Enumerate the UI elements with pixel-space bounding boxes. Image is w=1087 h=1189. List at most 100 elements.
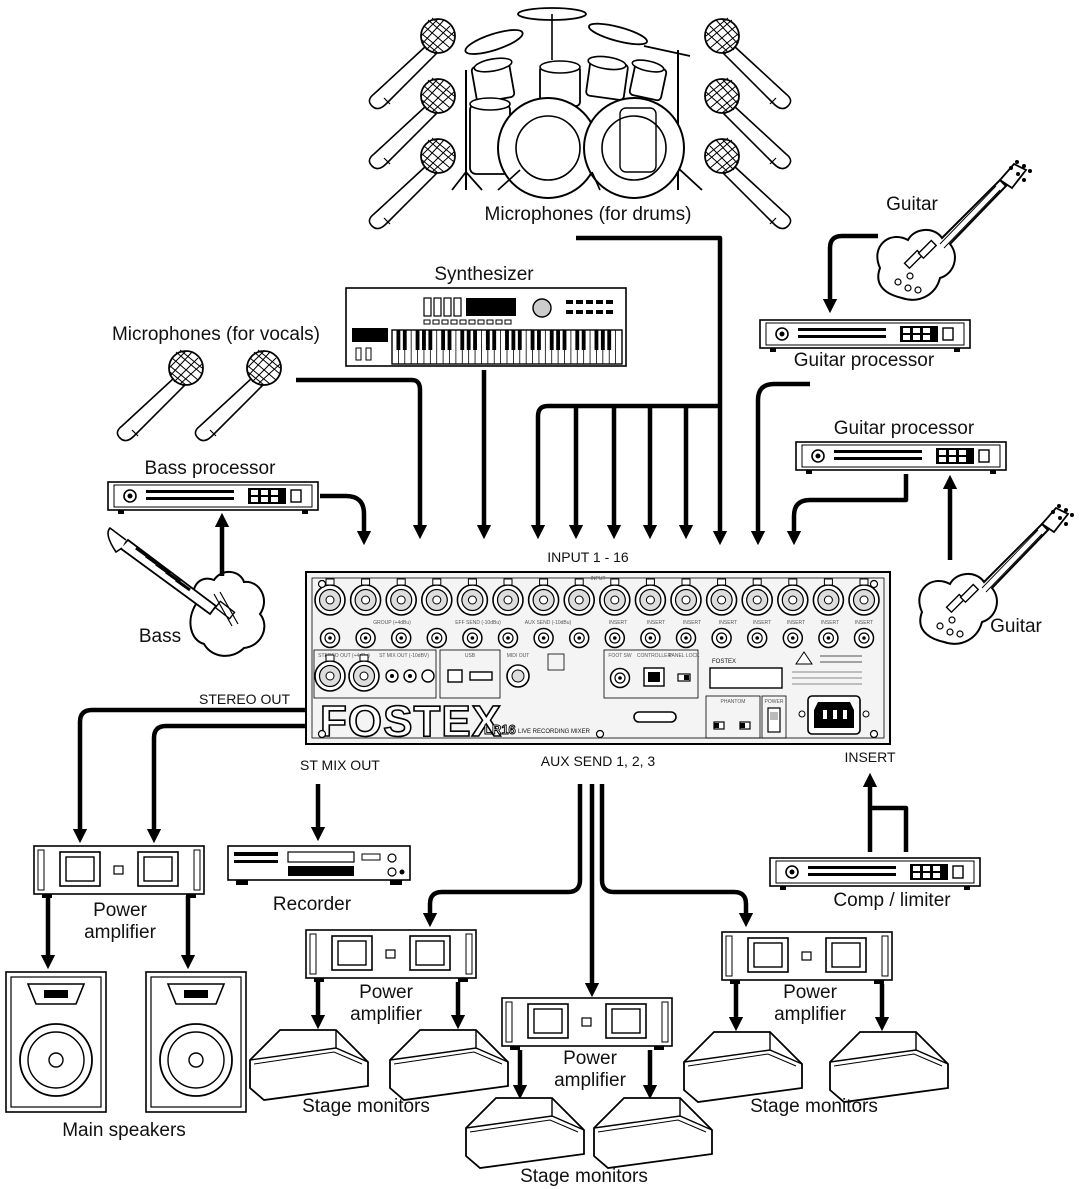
black-key bbox=[473, 330, 477, 350]
black-key bbox=[505, 330, 509, 350]
panel-lock-label: PANEL LOCK bbox=[669, 653, 701, 659]
trs-jack bbox=[568, 627, 590, 649]
black-key bbox=[517, 330, 522, 350]
trs-jack bbox=[853, 627, 875, 649]
label-mics-drums: Microphones (for drums) bbox=[485, 204, 692, 225]
black-key bbox=[556, 330, 561, 350]
power-amplifier-b-icon bbox=[501, 997, 673, 1051]
synthesizer-icon bbox=[345, 287, 627, 367]
stage-monitor-icon bbox=[683, 1031, 803, 1103]
trs-jack bbox=[711, 627, 732, 649]
bass-processor-icon bbox=[107, 481, 319, 515]
stage-monitor-icon bbox=[465, 1097, 585, 1169]
usb-b-port bbox=[447, 669, 463, 683]
panel-foot-label: FOOT SW bbox=[608, 653, 632, 659]
mixer-model-label: LR16 bbox=[484, 722, 516, 737]
black-key bbox=[607, 330, 612, 350]
main-speaker-left-icon bbox=[5, 971, 107, 1113]
label-amp-b-1: Power bbox=[563, 1048, 618, 1069]
panel-insert-label: INSERT bbox=[647, 620, 665, 626]
panel-stereo-label: STEREO OUT (+4dBu) bbox=[318, 653, 370, 659]
label-amp-main-2: amplifier bbox=[84, 922, 156, 943]
power-amplifier-a-icon bbox=[305, 929, 477, 983]
panel-insert-label: INSERT bbox=[683, 620, 701, 626]
label-input: INPUT 1 - 16 bbox=[547, 549, 629, 565]
label-stage-mon-right: Stage monitors bbox=[750, 1096, 878, 1117]
vocal-mics-group bbox=[116, 349, 282, 442]
trs-jack bbox=[426, 627, 448, 649]
trs-jack bbox=[462, 627, 483, 649]
trs-jack bbox=[604, 627, 626, 649]
panel-insert-label: INSERT bbox=[753, 620, 771, 626]
black-key bbox=[537, 330, 541, 350]
black-key bbox=[562, 330, 567, 350]
main-speaker-right-icon bbox=[145, 971, 247, 1113]
label-recorder: Recorder bbox=[273, 894, 352, 915]
black-key bbox=[492, 330, 497, 350]
black-key bbox=[575, 330, 580, 350]
comp-limiter-icon bbox=[769, 857, 981, 891]
panel-stmix-label: ST MIX OUT (-10dBV) bbox=[379, 653, 429, 659]
panel-insert-label: INSERT bbox=[719, 620, 737, 626]
trs-jack bbox=[818, 627, 839, 649]
bass-guitar-icon bbox=[107, 526, 266, 657]
power-amplifier-c-icon bbox=[721, 931, 893, 985]
label-amp-b-2: amplifier bbox=[554, 1070, 626, 1091]
panel-power-label: POWER bbox=[765, 699, 784, 705]
label-guitar-top: Guitar bbox=[886, 194, 938, 215]
keyboard-keys bbox=[396, 330, 617, 364]
black-key bbox=[594, 330, 599, 350]
trs-jack bbox=[497, 627, 519, 649]
panel-phantom-label: PHANTOM bbox=[721, 699, 746, 705]
panel-insert-label: INSERT bbox=[787, 620, 805, 626]
black-key bbox=[422, 330, 426, 350]
rca-jack bbox=[421, 669, 435, 683]
recorder-icon bbox=[227, 845, 411, 885]
black-key bbox=[600, 330, 605, 350]
panel-aux-label: AUX SEND (-10dBu) bbox=[525, 620, 572, 626]
label-amp-c-2: amplifier bbox=[774, 1004, 846, 1025]
black-key bbox=[396, 330, 401, 350]
trs-jack bbox=[746, 627, 768, 649]
label-insert: INSERT bbox=[844, 749, 896, 765]
trs-jack bbox=[782, 627, 804, 649]
black-key bbox=[402, 330, 407, 350]
panel-usb-label: USB bbox=[465, 653, 476, 659]
guitar-processor-mid-icon bbox=[795, 441, 1007, 475]
panel-controller-label: CONTROLLER bbox=[637, 653, 672, 659]
black-key bbox=[511, 330, 516, 350]
guitar-processor-top-icon bbox=[759, 319, 971, 353]
label-guitar-proc-top: Guitar processor bbox=[794, 350, 935, 371]
stage-monitor-icon bbox=[593, 1097, 713, 1169]
label-stage-mon-left: Stage monitors bbox=[302, 1096, 430, 1117]
trs-jack bbox=[319, 627, 341, 649]
microphone-icon bbox=[116, 349, 204, 442]
trs-jack bbox=[675, 627, 697, 649]
label-guitar-proc-mid: Guitar processor bbox=[834, 418, 975, 439]
panel-eff-label: EFF SEND (-10dBu) bbox=[455, 620, 501, 626]
label-main-speakers: Main speakers bbox=[62, 1120, 186, 1141]
label-bass-proc: Bass processor bbox=[145, 458, 277, 479]
label-stereo-out: STEREO OUT bbox=[199, 691, 290, 707]
label-guitar-right: Guitar bbox=[990, 616, 1042, 637]
label-aux-send: AUX SEND 1, 2, 3 bbox=[541, 753, 656, 769]
label-stage-mon-bottom: Stage monitors bbox=[520, 1166, 648, 1187]
panel-input-label: INPUT bbox=[591, 576, 606, 582]
microphone-icon bbox=[194, 349, 282, 442]
panel-insert-label: INSERT bbox=[821, 620, 839, 626]
mixer-brand-logo: FOSTEX bbox=[320, 697, 502, 746]
stage-monitor-icon bbox=[829, 1031, 949, 1103]
signal-wires bbox=[40, 233, 958, 1100]
black-key bbox=[428, 330, 433, 350]
stage-monitor-icon bbox=[249, 1029, 369, 1101]
label-synth: Synthesizer bbox=[434, 264, 534, 285]
black-key bbox=[441, 330, 446, 350]
black-key bbox=[485, 330, 490, 350]
label-bass: Bass bbox=[139, 626, 181, 647]
panel-group-label: GROUP (+4dBu) bbox=[373, 620, 411, 626]
panel-insert-label: INSERT bbox=[609, 620, 627, 626]
panel-brand-label: FOSTEX bbox=[712, 659, 736, 665]
label-st-mix-out: ST MIX OUT bbox=[300, 757, 380, 773]
black-key bbox=[530, 330, 535, 350]
usb-a-port bbox=[469, 671, 493, 681]
